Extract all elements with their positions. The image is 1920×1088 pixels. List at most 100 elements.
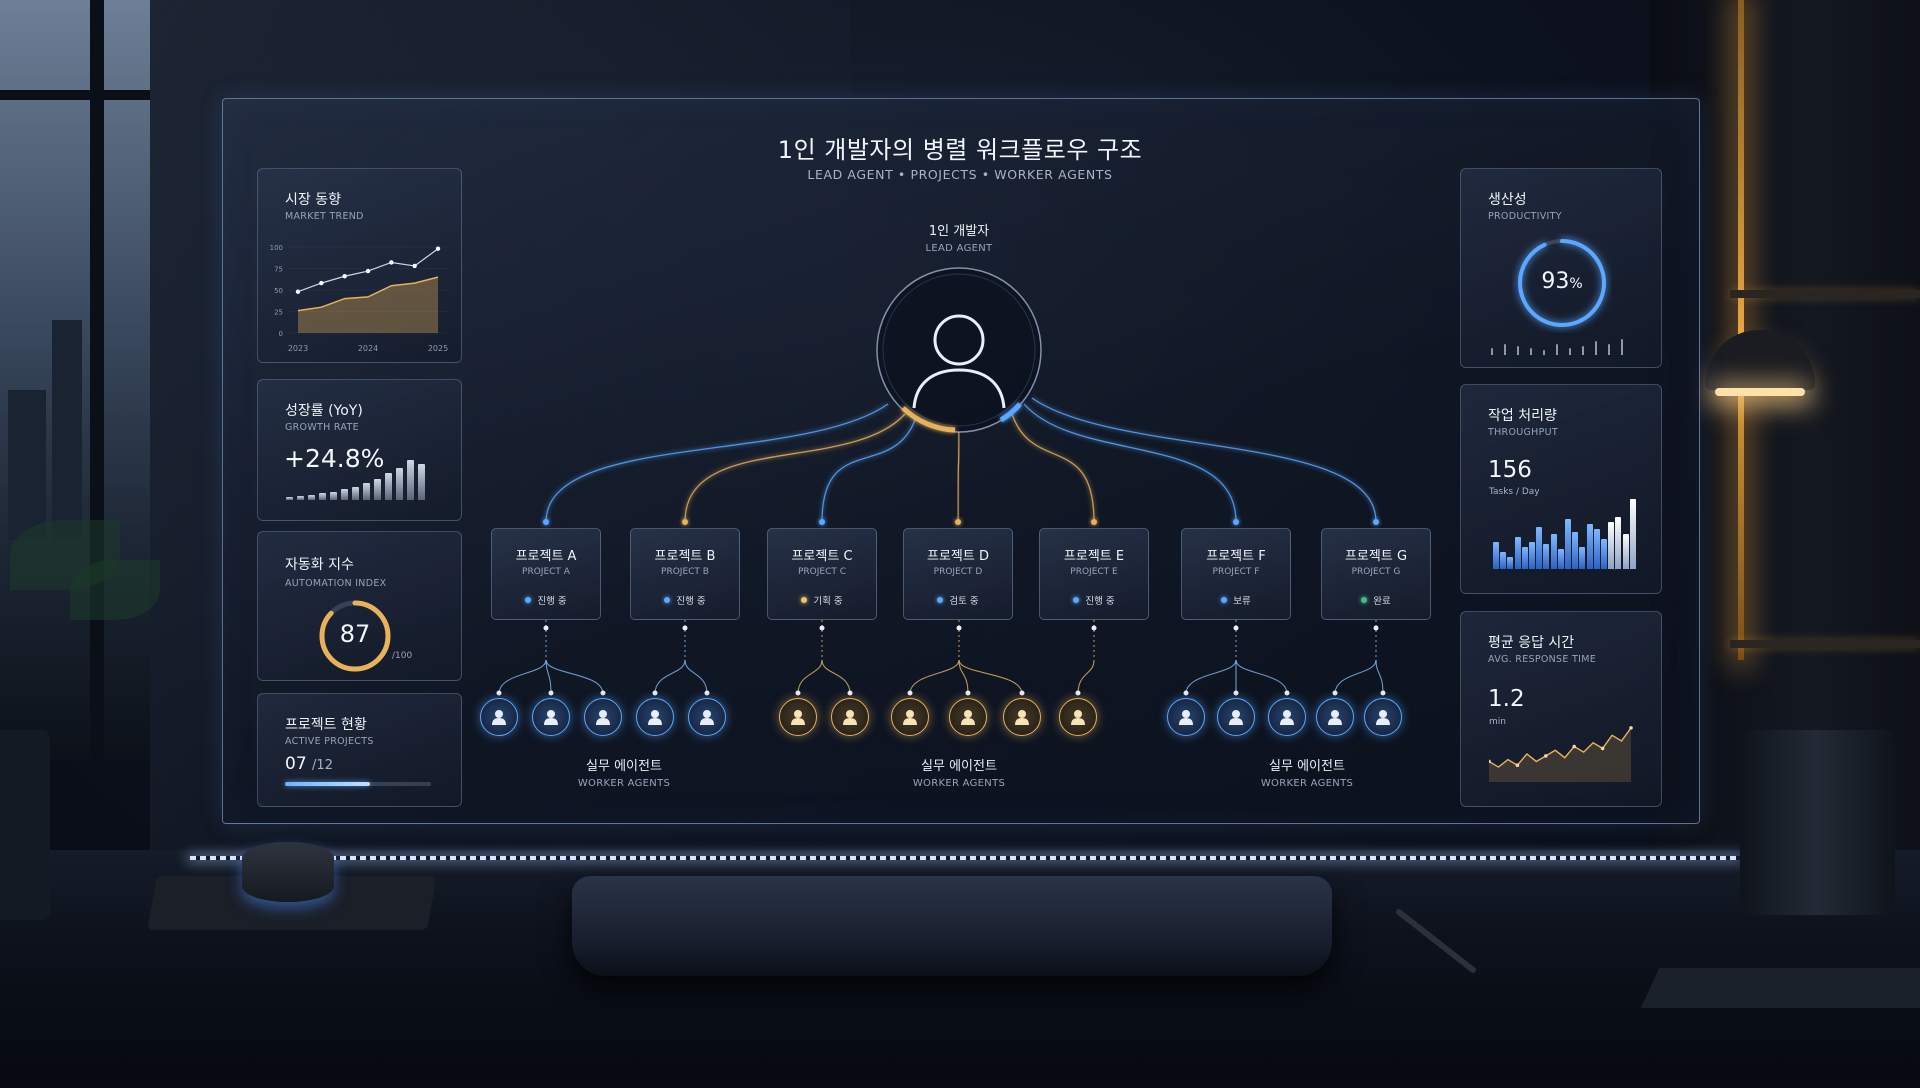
worker-agent-avatar[interactable] — [688, 698, 726, 736]
status-dot — [1361, 597, 1368, 603]
throughput-bar-chart — [1493, 499, 1643, 569]
bar — [1621, 339, 1623, 355]
user-icon — [843, 710, 857, 725]
project-name: 프로젝트 C — [791, 549, 853, 564]
project-status: 진행 중 — [492, 593, 600, 607]
x-tick-label: 2023 — [288, 344, 308, 353]
data-point — [1572, 744, 1576, 749]
worker-agent-avatar[interactable] — [1059, 698, 1097, 736]
user-icon — [903, 710, 917, 725]
bar — [1608, 343, 1610, 355]
bar — [1586, 524, 1593, 569]
bar — [1543, 544, 1550, 569]
status-label: 보류 — [1233, 596, 1251, 607]
project-name: 프로젝트 E — [1063, 549, 1125, 564]
card-subtitle: ACTIVE PROJECTS — [285, 736, 374, 747]
data-point — [1600, 746, 1605, 751]
growth-rate-card[interactable]: 성장률 (YoY) GROWTH RATE +24.8% — [257, 379, 462, 521]
project-code: PROJECT F — [1212, 567, 1260, 577]
worker-agent-avatar[interactable] — [1217, 698, 1255, 736]
bar — [319, 493, 326, 500]
productivity-value: 93% — [1541, 269, 1583, 294]
active-projects-progress — [285, 782, 431, 786]
worker-agent-avatar[interactable] — [1268, 698, 1306, 736]
worker-group-title: 실무 에이전트 — [921, 759, 997, 774]
window — [0, 0, 150, 760]
bar — [297, 496, 304, 500]
project-status: 진행 중 — [631, 593, 739, 607]
bar — [374, 478, 381, 500]
automation-index-value: 87 — [339, 620, 371, 648]
card-title: 생산성 — [1488, 192, 1527, 208]
worker-agent-avatar[interactable] — [1316, 698, 1354, 736]
bar — [1569, 348, 1571, 355]
worker-agent-avatar[interactable] — [584, 698, 622, 736]
bar — [1579, 546, 1586, 569]
bar — [1601, 539, 1607, 569]
series-area — [298, 277, 438, 333]
worker-agent-avatar[interactable] — [891, 698, 929, 736]
bar — [1493, 541, 1499, 569]
worker-agent-avatar[interactable] — [1167, 698, 1205, 736]
user-icon — [492, 710, 506, 725]
worker-agent-avatar[interactable] — [831, 698, 869, 736]
worker-agent-avatar[interactable] — [949, 698, 987, 736]
card-subtitle: GROWTH RATE — [285, 422, 359, 433]
active-projects-card[interactable]: 프로젝트 현황 ACTIVE PROJECTS 07 /12 — [257, 693, 462, 807]
automation-index-card[interactable]: 자동화 지수 AUTOMATION INDEX 87 /100 — [257, 531, 462, 681]
bar — [1565, 519, 1571, 569]
card-title: 성장률 (YoY) — [285, 403, 363, 419]
worker-agent-avatar[interactable] — [532, 698, 570, 736]
bar — [1550, 534, 1557, 569]
worker-group-title: 실무 에이전트 — [586, 759, 662, 774]
productivity-card[interactable]: 생산성 PRODUCTIVITY 93% — [1460, 168, 1662, 368]
bar — [1491, 348, 1493, 355]
worker-agent-avatar[interactable] — [779, 698, 817, 736]
data-point — [319, 280, 324, 286]
active-projects-count: 07 /12 — [285, 754, 333, 774]
worker-agent-avatar[interactable] — [1003, 698, 1041, 736]
project-status: 검토 중 — [904, 593, 1012, 607]
productivity-gauge — [1518, 239, 1606, 327]
series-line — [1489, 727, 1632, 768]
bar — [1582, 345, 1584, 355]
response-time-unit: min — [1489, 717, 1506, 727]
user-icon — [1376, 710, 1390, 725]
user-icon — [1071, 710, 1085, 725]
response-time-chart — [1489, 726, 1633, 782]
bar — [1504, 343, 1506, 355]
card-title: 프로젝트 현황 — [285, 717, 367, 733]
series-area — [1489, 727, 1631, 782]
data-point — [295, 289, 301, 294]
user-icon — [596, 710, 610, 725]
worker-agent-avatar[interactable] — [480, 698, 518, 736]
data-point — [1515, 763, 1520, 767]
project-status: 완료 — [1322, 593, 1430, 607]
worker-agent-avatar[interactable] — [636, 698, 674, 736]
worker-group-title: 실무 에이전트 — [1269, 759, 1345, 774]
throughput-unit: Tasks / Day — [1489, 487, 1540, 497]
growth-rate-value: +24.8% — [284, 444, 385, 473]
bar — [1593, 529, 1600, 569]
bar — [1517, 345, 1519, 355]
worker-group-subtitle: WORKER AGENTS — [577, 778, 671, 789]
response-time-card[interactable]: 평균 응답 시간 AVG. RESPONSE TIME 1.2 min — [1460, 611, 1662, 807]
card-subtitle: THROUGHPUT — [1488, 427, 1558, 438]
throughput-card[interactable]: 작업 처리량 THROUGHPUT 156 Tasks / Day — [1460, 384, 1662, 594]
lead-agent-subtitle: LEAD AGENT — [925, 243, 993, 254]
user-icon — [700, 710, 714, 725]
user-icon — [1179, 710, 1193, 725]
card-title: 평균 응답 시간 — [1488, 635, 1575, 651]
y-tick-label: 75 — [274, 266, 283, 274]
x-tick-label: 2025 — [428, 344, 448, 353]
worker-agent-avatar[interactable] — [1364, 698, 1402, 736]
bar — [1608, 521, 1615, 569]
